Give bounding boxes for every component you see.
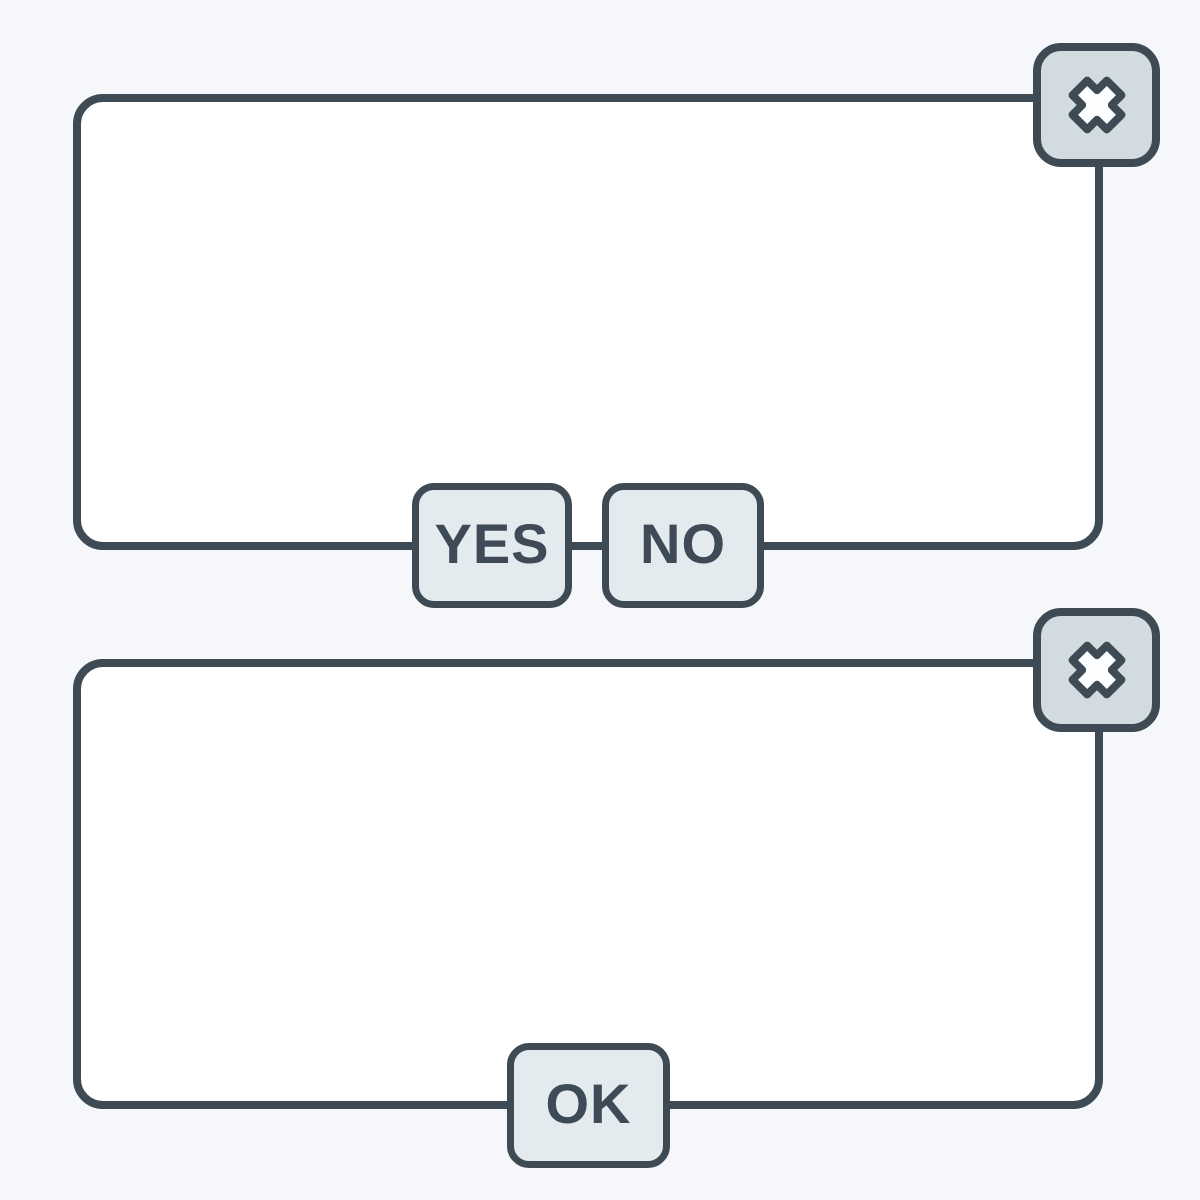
alert-dialog: [73, 659, 1103, 1109]
x-close-icon: [1045, 618, 1149, 722]
ok-button[interactable]: OK: [507, 1043, 670, 1168]
ok-button-label: OK: [545, 1072, 632, 1135]
no-button[interactable]: NO: [602, 483, 764, 608]
x-close-icon: [1045, 53, 1149, 157]
no-button-label: NO: [640, 512, 726, 575]
confirm-dialog: [73, 94, 1103, 550]
yes-button[interactable]: YES: [412, 483, 572, 608]
yes-button-label: YES: [434, 512, 550, 575]
alert-dialog-close-button[interactable]: [1033, 608, 1160, 732]
confirm-dialog-close-button[interactable]: [1033, 43, 1160, 167]
